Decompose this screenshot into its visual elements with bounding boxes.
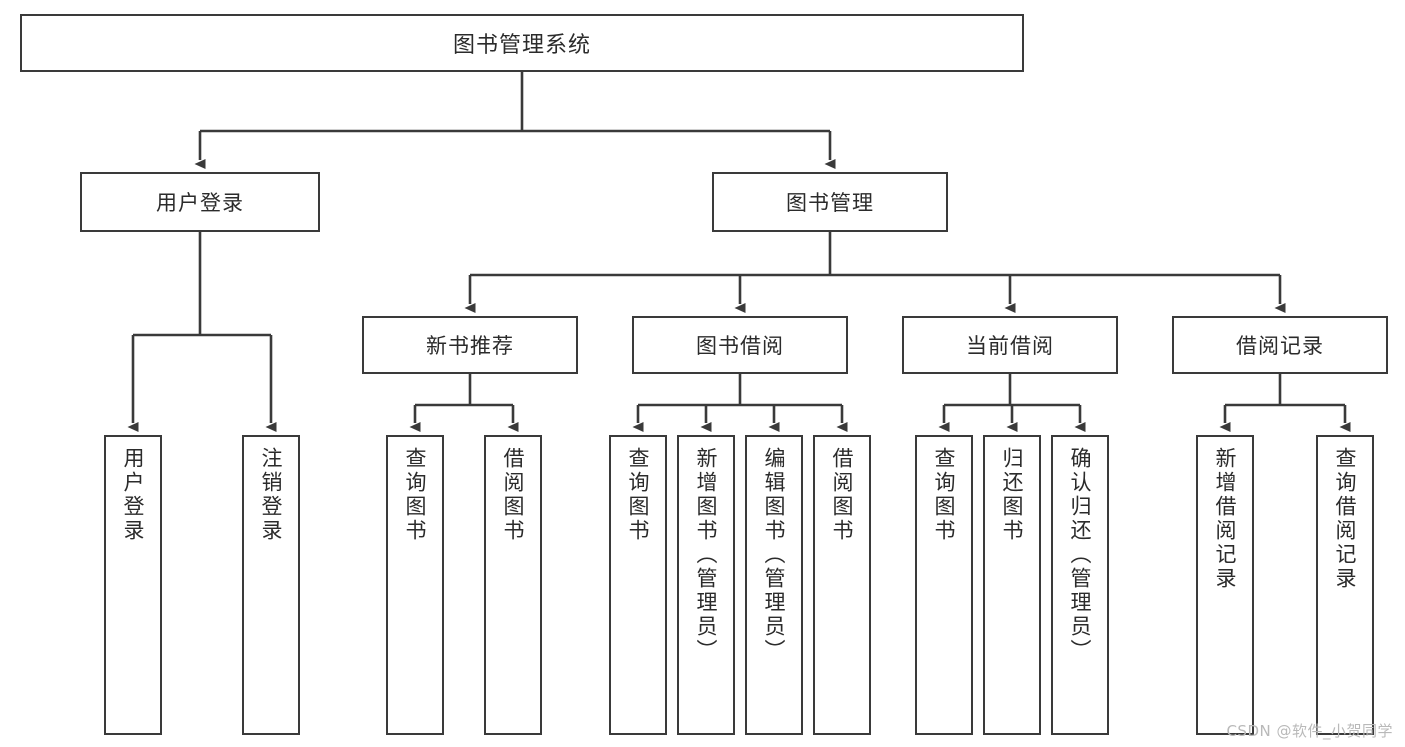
leaf-label: 确认归还（管理员） [1068, 447, 1093, 663]
leaf-add-book[interactable]: 新增图书（管理员） [677, 435, 735, 735]
leaf-logout[interactable]: 注销登录 [242, 435, 300, 735]
leaf-label: 新增图书（管理员） [694, 447, 719, 663]
node-book-management[interactable]: 图书管理 [712, 172, 948, 232]
leaf-label: 用户登录 [121, 447, 146, 543]
leaf-query-book-borrow[interactable]: 查询图书 [609, 435, 667, 735]
leaf-label: 查询借阅记录 [1333, 447, 1358, 591]
leaf-label: 借阅图书 [501, 447, 526, 543]
leaf-label: 查询图书 [403, 447, 428, 543]
node-current-borrow[interactable]: 当前借阅 [902, 316, 1118, 374]
leaf-confirm-return[interactable]: 确认归还（管理员） [1051, 435, 1109, 735]
leaf-label: 注销登录 [259, 447, 284, 543]
leaf-edit-book[interactable]: 编辑图书（管理员） [745, 435, 803, 735]
leaf-return-book[interactable]: 归还图书 [983, 435, 1041, 735]
leaf-label: 查询图书 [626, 447, 651, 543]
node-user-login[interactable]: 用户登录 [80, 172, 320, 232]
leaf-query-book-recommend[interactable]: 查询图书 [386, 435, 444, 735]
leaf-label: 借阅图书 [830, 447, 855, 543]
leaf-query-book-current[interactable]: 查询图书 [915, 435, 973, 735]
leaf-label: 查询图书 [932, 447, 957, 543]
csdn-watermark: CSDN @软件_小贺同学 [1226, 722, 1393, 740]
node-new-book-recommend[interactable]: 新书推荐 [362, 316, 578, 374]
leaf-borrow-book[interactable]: 借阅图书 [813, 435, 871, 735]
leaf-label: 归还图书 [1000, 447, 1025, 543]
leaf-user-login[interactable]: 用户登录 [104, 435, 162, 735]
node-borrow-record[interactable]: 借阅记录 [1172, 316, 1388, 374]
node-book-borrow[interactable]: 图书借阅 [632, 316, 848, 374]
leaf-label: 新增借阅记录 [1213, 447, 1238, 591]
leaf-borrow-book-recommend[interactable]: 借阅图书 [484, 435, 542, 735]
leaf-label: 编辑图书（管理员） [762, 447, 787, 663]
node-root-system[interactable]: 图书管理系统 [20, 14, 1024, 72]
leaf-add-borrow-record[interactable]: 新增借阅记录 [1196, 435, 1254, 735]
leaf-query-borrow-record[interactable]: 查询借阅记录 [1316, 435, 1374, 735]
